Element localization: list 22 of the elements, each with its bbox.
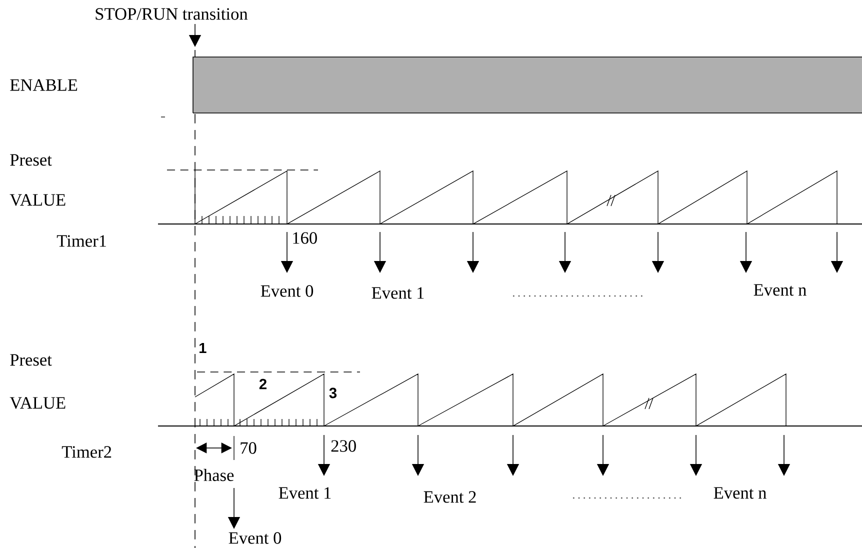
- value-label: 230: [331, 440, 356, 452]
- value-label: 70: [240, 442, 256, 454]
- dimension-label: Phase: [194, 468, 234, 482]
- event-label: Event 2: [424, 491, 476, 503]
- event-label: Event 0: [228, 532, 282, 544]
- value-label: 160: [293, 232, 317, 244]
- callout-number: 2: [259, 378, 266, 390]
- axis-label: VALUE: [10, 397, 66, 409]
- signal-label: ENABLE: [10, 79, 78, 91]
- event-label: Event 1: [372, 287, 424, 299]
- callout-number: 1: [200, 342, 206, 354]
- event-label: Event 1: [278, 487, 331, 499]
- axis-label: VALUE: [10, 194, 66, 206]
- event-label: Event n: [714, 487, 766, 499]
- event-label: Event 0: [260, 285, 314, 297]
- timer-label: Timer1: [56, 235, 106, 247]
- axis-label: Preset: [10, 154, 52, 166]
- title-label: STOP/RUN transition: [96, 8, 248, 20]
- event-label: Event n: [754, 284, 806, 296]
- axis-label: Preset: [10, 354, 52, 366]
- timer-label: Timer2: [62, 446, 112, 458]
- callout-number: 3: [329, 388, 337, 398]
